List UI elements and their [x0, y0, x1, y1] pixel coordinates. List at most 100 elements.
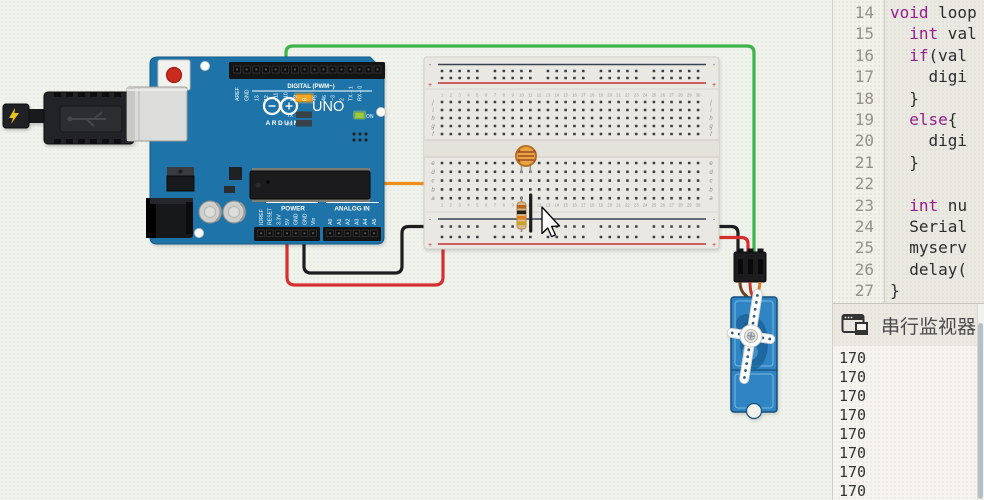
breadboard-hole[interactable] — [634, 170, 638, 174]
breadboard-hole[interactable] — [458, 161, 461, 165]
breadboard-hole[interactable] — [449, 116, 453, 120]
breadboard-hole[interactable] — [661, 188, 665, 191]
breadboard-hole[interactable] — [696, 225, 700, 228]
breadboard-hole[interactable] — [502, 161, 506, 165]
breadboard-hole[interactable] — [687, 108, 691, 112]
servo-connector[interactable] — [733, 248, 767, 283]
breadboard-hole[interactable] — [555, 76, 559, 80]
breadboard-hole[interactable] — [599, 179, 603, 182]
breadboard-hole[interactable] — [679, 225, 682, 228]
breadboard-hole[interactable] — [476, 170, 479, 174]
breadboard-hole[interactable] — [643, 108, 647, 112]
breadboard-hole[interactable] — [590, 132, 594, 136]
breadboard-hole[interactable] — [493, 179, 497, 182]
breadboard-hole[interactable] — [546, 116, 550, 120]
breadboard-hole[interactable] — [652, 124, 656, 128]
breadboard-hole[interactable] — [652, 108, 656, 112]
breadboard-hole[interactable] — [511, 76, 514, 80]
breadboard-hole[interactable] — [546, 100, 550, 104]
breadboard-hole[interactable] — [493, 132, 497, 136]
breadboard-hole[interactable] — [502, 132, 506, 136]
breadboard-hole[interactable] — [458, 179, 461, 182]
breadboard-hole[interactable] — [458, 235, 461, 239]
breadboard-hole[interactable] — [502, 170, 506, 174]
breadboard-hole[interactable] — [581, 235, 585, 239]
breadboard-hole[interactable] — [670, 170, 673, 174]
breadboard-hole[interactable] — [573, 179, 576, 182]
breadboard-hole[interactable] — [626, 100, 629, 104]
breadboard-hole[interactable] — [626, 235, 629, 239]
breadboard-hole[interactable] — [511, 161, 514, 165]
breadboard-hole[interactable] — [476, 235, 479, 239]
breadboard-hole[interactable] — [626, 196, 629, 200]
breadboard-hole[interactable] — [555, 124, 559, 128]
breadboard-hole[interactable] — [590, 196, 594, 200]
breadboard-hole[interactable] — [467, 196, 470, 200]
breadboard-hole[interactable] — [661, 116, 665, 120]
breadboard-hole[interactable] — [599, 170, 603, 174]
breadboard-hole[interactable] — [458, 76, 461, 80]
breadboard-hole[interactable] — [661, 225, 665, 228]
breadboard-hole[interactable] — [564, 132, 567, 136]
breadboard-hole[interactable] — [608, 116, 612, 120]
breadboard-hole[interactable] — [440, 124, 444, 128]
breadboard-hole[interactable] — [493, 124, 497, 128]
breadboard-hole[interactable] — [546, 196, 550, 200]
breadboard-hole[interactable] — [467, 161, 470, 165]
breadboard-hole[interactable] — [476, 116, 479, 120]
breadboard-hole[interactable] — [449, 161, 453, 165]
breadboard-hole[interactable] — [476, 225, 479, 228]
breadboard-hole[interactable] — [449, 69, 453, 73]
breadboard-hole[interactable] — [687, 100, 691, 104]
breadboard-hole[interactable] — [643, 100, 647, 104]
breadboard-hole[interactable] — [564, 170, 567, 174]
breadboard-hole[interactable] — [679, 188, 682, 191]
breadboard-hole[interactable] — [617, 161, 620, 165]
breadboard-hole[interactable] — [467, 76, 470, 80]
breadboard-hole[interactable] — [670, 161, 673, 165]
breadboard-hole[interactable] — [502, 196, 506, 200]
breadboard-hole[interactable] — [546, 161, 550, 165]
breadboard-hole[interactable] — [502, 69, 506, 73]
breadboard-hole[interactable] — [520, 188, 523, 191]
breadboard-hole[interactable] — [617, 108, 620, 112]
breadboard-hole[interactable] — [679, 69, 682, 73]
breadboard-hole[interactable] — [661, 108, 665, 112]
breadboard[interactable]: 1122334455667788991010111112121313141415… — [423, 56, 720, 250]
code-line[interactable]: 15 int val — [833, 23, 984, 44]
wire-black-rail-to-servo[interactable] — [696, 224, 740, 255]
breadboard-hole[interactable] — [484, 196, 488, 200]
breadboard-hole[interactable] — [634, 76, 638, 80]
breadboard-hole[interactable] — [449, 124, 453, 128]
wire-green-pin9-to-servo[interactable] — [284, 44, 756, 255]
breadboard-hole[interactable] — [634, 100, 638, 104]
breadboard-hole[interactable] — [520, 69, 523, 73]
breadboard-hole[interactable] — [449, 225, 453, 228]
breadboard-hole[interactable] — [520, 116, 523, 120]
breadboard-hole[interactable] — [555, 69, 559, 73]
breadboard-hole[interactable] — [696, 179, 700, 182]
breadboard-hole[interactable] — [564, 69, 567, 73]
breadboard-hole[interactable] — [555, 116, 559, 120]
breadboard-hole[interactable] — [440, 116, 444, 120]
breadboard-hole[interactable] — [670, 188, 673, 191]
breadboard-hole[interactable] — [440, 188, 444, 191]
breadboard-hole[interactable] — [608, 170, 612, 174]
breadboard-hole[interactable] — [449, 132, 453, 136]
breadboard-hole[interactable] — [599, 132, 603, 136]
breadboard-hole[interactable] — [529, 188, 532, 191]
breadboard-hole[interactable] — [502, 76, 506, 80]
breadboard-hole[interactable] — [484, 124, 488, 128]
breadboard-hole[interactable] — [493, 235, 497, 239]
breadboard-hole[interactable] — [590, 170, 594, 174]
breadboard-hole[interactable] — [511, 69, 514, 73]
usb-cable[interactable] — [2, 91, 135, 145]
code-line[interactable]: 22 — [833, 173, 984, 194]
breadboard-hole[interactable] — [458, 69, 461, 73]
breadboard-hole[interactable] — [493, 161, 497, 165]
breadboard-hole[interactable] — [643, 161, 647, 165]
breadboard-hole[interactable] — [634, 124, 638, 128]
breadboard-hole[interactable] — [546, 235, 550, 239]
breadboard-hole[interactable] — [546, 179, 550, 182]
breadboard-hole[interactable] — [652, 132, 656, 136]
